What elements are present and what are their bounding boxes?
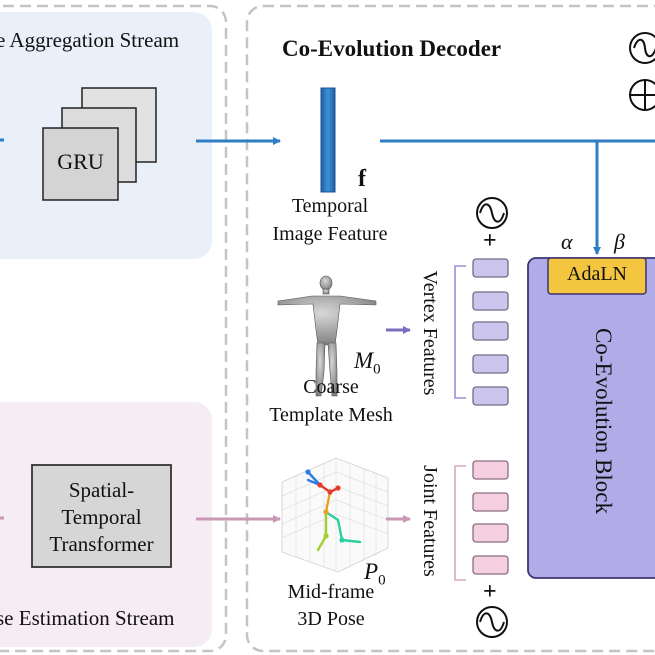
pose-symbol-subscript: 0 bbox=[378, 572, 386, 589]
plus-joint: + bbox=[483, 579, 497, 605]
decoder-dashed-border bbox=[245, 4, 655, 653]
adaln-box bbox=[547, 257, 647, 295]
noise-symbol-joint bbox=[476, 606, 508, 638]
gru-label: GRU bbox=[57, 149, 104, 174]
temporal-feature-label-line2: Image Feature bbox=[272, 223, 388, 245]
alpha-label: α bbox=[561, 229, 573, 254]
aggregation-stream-label: e Aggregation Stream bbox=[0, 28, 180, 52]
noise-symbol-top-right bbox=[629, 32, 655, 64]
mesh-caption-line1: Coarse bbox=[303, 376, 359, 398]
vertex-features-label: Vertex Features bbox=[419, 270, 441, 396]
transformer-label-line1: Spatial- bbox=[68, 478, 135, 502]
beta-label: β bbox=[614, 229, 625, 254]
pose-symbol: P0 bbox=[364, 559, 386, 590]
decoder-title: Co-Evolution Decoder bbox=[282, 36, 502, 61]
transformer-label-line3: Transformer bbox=[49, 532, 154, 556]
pose-caption-line2: 3D Pose bbox=[297, 608, 365, 630]
vertex-features-bracket bbox=[454, 265, 466, 399]
transformer-label-line2: Temporal bbox=[61, 505, 142, 529]
mesh-symbol-subscript: 0 bbox=[373, 361, 381, 378]
mesh-symbol-letter: M bbox=[354, 348, 374, 373]
joint-features-bracket bbox=[454, 465, 466, 581]
add-symbol-top-right bbox=[629, 79, 655, 111]
block-label: Co-Evolution Block bbox=[591, 328, 616, 514]
noise-symbol-vertex bbox=[476, 197, 508, 229]
vertex-feature-tokens bbox=[472, 258, 509, 406]
joint-features-label: Joint Features bbox=[419, 465, 441, 577]
mesh-symbol: M0 bbox=[354, 348, 381, 379]
joint-feature-tokens bbox=[472, 460, 509, 575]
temporal-feature-label-line1: Temporal bbox=[291, 195, 369, 217]
gru-box bbox=[42, 127, 119, 201]
mesh-caption-line2: Template Mesh bbox=[269, 404, 393, 426]
adaln-label: AdaLN bbox=[567, 263, 627, 285]
feature-symbol: f bbox=[358, 166, 366, 192]
pose-caption-line1: Mid-frame bbox=[287, 581, 375, 603]
pose-stream-label: se Estimation Stream bbox=[0, 606, 175, 630]
left-dashed-border bbox=[0, 4, 228, 653]
transformer-box bbox=[31, 464, 172, 568]
temporal-feature-bar bbox=[320, 87, 336, 193]
plus-vertex: + bbox=[483, 228, 497, 254]
pose-symbol-letter: P bbox=[364, 559, 379, 584]
template-mesh-figure bbox=[277, 275, 377, 397]
pose-3d-plot bbox=[281, 457, 389, 573]
